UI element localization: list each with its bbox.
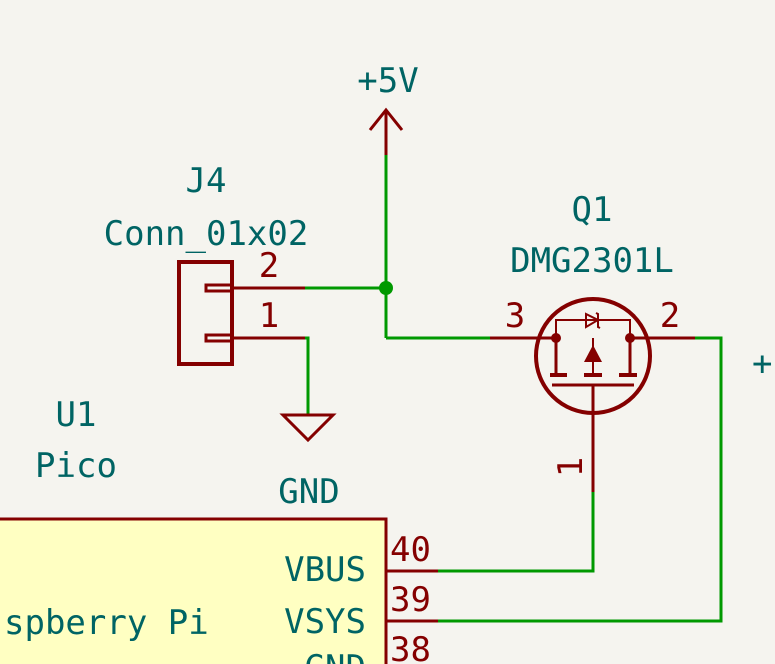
u1-pin39-number: 39 <box>390 580 431 620</box>
mosfet-q1[interactable]: Q1 DMG2301L 3 2 1 <box>490 190 695 492</box>
u1-pin38-name: GND <box>305 648 366 664</box>
wire-q1-pin1-to-vbus[interactable] <box>438 492 595 573</box>
j4-pin1-number: 1 <box>259 296 279 336</box>
j4-value: Conn_01x02 <box>104 214 309 254</box>
q1-value: DMG2301L <box>510 241 674 281</box>
q1-pin2-number: 2 <box>660 296 680 336</box>
mosfet-internal-icon <box>550 312 637 387</box>
wire-j4-pin1-to-gnd[interactable] <box>305 336 310 415</box>
q1-ref: Q1 <box>572 190 613 230</box>
gnd-triangle-icon <box>279 413 337 443</box>
u1-body <box>0 517 388 664</box>
j4-body <box>177 260 234 366</box>
q1-pin1-number: 1 <box>551 457 591 477</box>
u1-value: Pico <box>35 446 117 486</box>
u1-ref: U1 <box>56 395 97 435</box>
connector-j4[interactable]: J4 Conn_01x02 2 1 <box>104 161 309 366</box>
u1-pin40-number: 40 <box>390 530 431 570</box>
j4-ref: J4 <box>186 161 227 201</box>
ic-u1-pico[interactable]: U1 Pico spberry Pi VBUS VSYS GND 40 39 3… <box>0 395 438 664</box>
power-5v-label: +5V <box>357 61 418 101</box>
junction-dot[interactable] <box>379 281 393 295</box>
wires <box>305 155 723 623</box>
wire-q1-pin2-to-vsys[interactable] <box>438 336 723 623</box>
j4-pin2-number: 2 <box>259 246 279 286</box>
u1-pin40-name: VBUS <box>284 550 366 590</box>
u1-pin39-name: VSYS <box>284 602 366 642</box>
q1-pin3-number: 3 <box>505 296 525 336</box>
power-symbol-5v[interactable]: +5V <box>357 61 419 155</box>
u1-name-partial: spberry Pi <box>4 603 209 643</box>
gnd-label: GND <box>278 472 339 512</box>
u1-pin38-number: 38 <box>390 630 431 664</box>
power-symbol-gnd[interactable]: GND <box>278 413 340 512</box>
edge-label-partial: + <box>752 344 772 384</box>
power-5v-arrow <box>368 107 404 131</box>
